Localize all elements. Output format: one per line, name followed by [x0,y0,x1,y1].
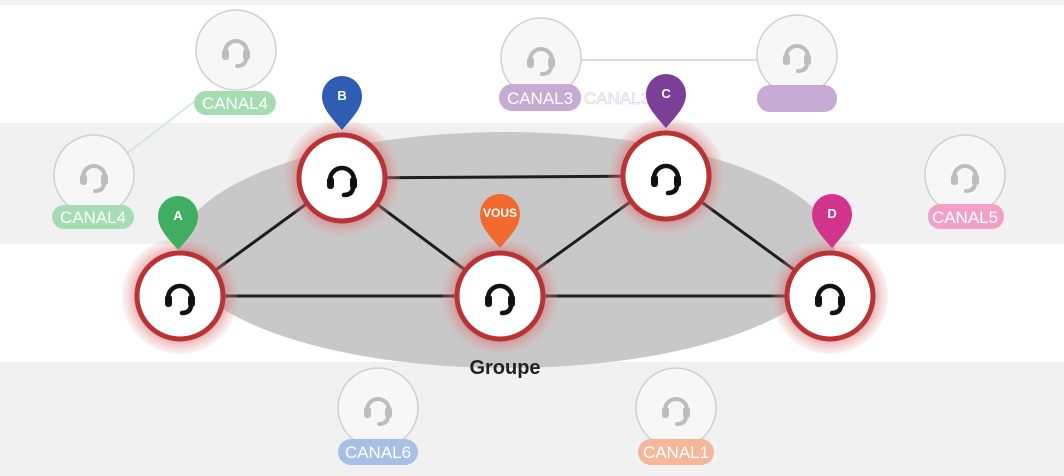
channel-pill [499,84,581,111]
member-node-b: B [284,76,400,236]
member-pin-b: B [322,76,362,130]
canal4-link [124,100,196,156]
channel-pill [638,439,714,465]
pin-label: D [827,206,836,221]
channel-node-canal1: CANAL1 [635,367,717,465]
member-pin-c: C [646,74,686,128]
channel-pill [928,204,1004,229]
channel-node-canal5: CANAL5 [924,134,1006,229]
pin-label: B [337,88,346,103]
member-pin-a: A [158,196,198,250]
member-node-a: A [122,196,238,354]
pin-label: A [173,208,183,223]
overlap-channel-label: CANAL3 [584,89,650,108]
channel-label: CANAL6 [345,443,411,462]
channel-label: CANAL1 [643,443,709,462]
channel-label: CANAL4 [202,94,268,113]
channel-pill [52,205,134,229]
member-pin-d: D [812,194,852,248]
channel-node-canal6: CANAL6 [337,367,419,465]
channel-label: CANAL4 [60,208,126,227]
channel-node-canal3: CANAL3 [499,17,582,111]
channel-node-canal4-top: CANAL4 [194,9,277,115]
channel-node-canal3-right [756,14,838,112]
channel-pill [338,439,418,465]
channel-label: CANAL3 [507,89,573,108]
group-label: Groupe [469,357,540,379]
channel-pill [757,85,837,112]
pin-label: VOUS [483,206,517,220]
member-node-vous: VOUS [442,194,558,354]
channel-node-canal4-left: CANAL4 [52,134,135,229]
channel-label: CANAL5 [932,208,998,227]
member-node-d: D [772,194,888,354]
pin-label: C [661,86,671,101]
channel-pill [194,91,276,115]
member-pin-vous: VOUS [480,194,520,248]
member-node-c: C [608,74,724,234]
